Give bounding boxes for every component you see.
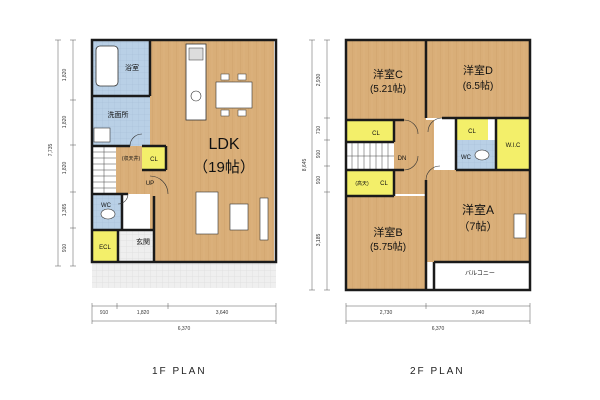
room-a-floor [426,170,530,262]
toilet-icon [100,208,116,220]
dim-1f-left-1: 1,820 [62,69,68,82]
label-cl-b: CL [380,181,388,187]
room-d-floor [426,40,530,118]
plan-1f: 1,820 1,820 1,820 1,365 910 7,735 910 1,… [48,38,278,332]
label-balcony: バルコニー [465,270,495,277]
dims-bottom-2f [345,303,531,324]
cl-d [456,118,488,140]
label-room-a: 洋室A [462,202,494,217]
dim-2f-left-1: 2,930 [316,74,322,87]
doors-2f [403,117,443,181]
doors-1f [117,133,169,205]
label-ldk-size: （19帖） [193,159,255,176]
label-dn: DN [398,156,407,162]
sofa [195,191,219,235]
cl-b [346,170,394,196]
sink-icon [190,90,202,102]
label-room-c-size: (5.21帖) [370,82,406,95]
label-ecl: ECL [99,245,111,251]
label-ldk: LDK [208,136,239,153]
dim-2f-bottom-total: 6,370 [432,326,445,332]
dim-2f-left-2: 710 [316,126,322,135]
dim-1f-left-2: 1,820 [62,116,68,129]
dims-left-1f [55,39,76,267]
label-room-b: 洋室B [373,225,402,239]
label-wic: W.I.C [506,143,521,149]
dim-2f-left-5: 3,185 [316,234,322,247]
dim-1f-left-4: 1,365 [62,204,68,217]
room-c-floor [346,40,426,120]
label-up: UP [146,181,154,187]
label-bath: 浴室 [125,63,139,72]
room-b-floor [346,196,426,290]
dim-1f-left-3: 1,820 [62,162,68,175]
porch [92,262,276,288]
entrance-floor [118,230,154,262]
coffee-table [229,203,249,231]
plan-2f: 2,930 710 910 910 3,185 8,645 2,730 3,64… [302,38,532,332]
balcony-floor [434,262,530,290]
dim-2f-left-4: 910 [316,176,322,185]
cl-1f [142,146,166,170]
chair-2 [237,73,247,81]
walls-2f [344,38,532,292]
kitchen-counter [185,43,207,121]
dim-1f-bottom-1: 910 [100,310,109,316]
label-room-d-size: (6.5帖) [463,79,494,92]
label-storage-under-stairs: (収天井) [122,155,141,162]
walls-1f [90,38,278,264]
wic-floor [496,118,530,170]
label-cl-1f: CL [150,157,158,163]
chair-3 [220,109,230,117]
label-cl-d: CL [468,129,476,135]
toilet-2f-icon [474,149,490,161]
dim-2f-bottom-1: 2,730 [380,310,393,316]
cl-c [346,120,394,142]
label-room-d: 洋室D [463,63,493,77]
chair-1 [220,73,230,81]
dim-2f-left-3: 910 [316,150,322,159]
washbasin [93,127,111,143]
label-storage-high: (高天) [355,180,369,187]
plan-title-1f: 1F PLAN [152,366,207,377]
dim-1f-left-5: 910 [62,244,68,253]
label-wc-2f: WC [461,155,472,161]
bathtub [95,45,119,87]
dim-2f-left-total: 8,645 [302,159,308,172]
dim-1f-left-total: 7,735 [48,144,54,157]
ecl-1f [92,230,118,262]
label-cl-c: CL [372,131,380,137]
plan-title-2f: 2F PLAN [410,366,465,377]
dims-left-2f [309,39,330,291]
stairs-2f [346,142,394,170]
dim-1f-bottom-total: 6,370 [178,326,191,332]
label-room-a-size: （7帖） [458,220,497,233]
tv-board [259,197,269,241]
dim-1f-bottom-3: 3,640 [216,310,229,316]
label-wc-1f: WC [101,203,112,209]
stairs-1f [92,146,116,194]
desk-room-a [513,213,527,239]
dim-2f-bottom-2: 3,640 [472,310,485,316]
dining-table [215,81,253,109]
label-washroom: 洗面所 [108,110,129,119]
label-entrance: 玄関 [136,237,150,246]
dim-1f-bottom-2: 1,820 [137,310,150,316]
label-room-b-size: (5.75帖) [370,240,406,253]
label-room-c: 洋室C [373,67,403,81]
dims-bottom-1f [91,303,277,324]
chair-4 [237,109,247,117]
stove [188,47,204,61]
